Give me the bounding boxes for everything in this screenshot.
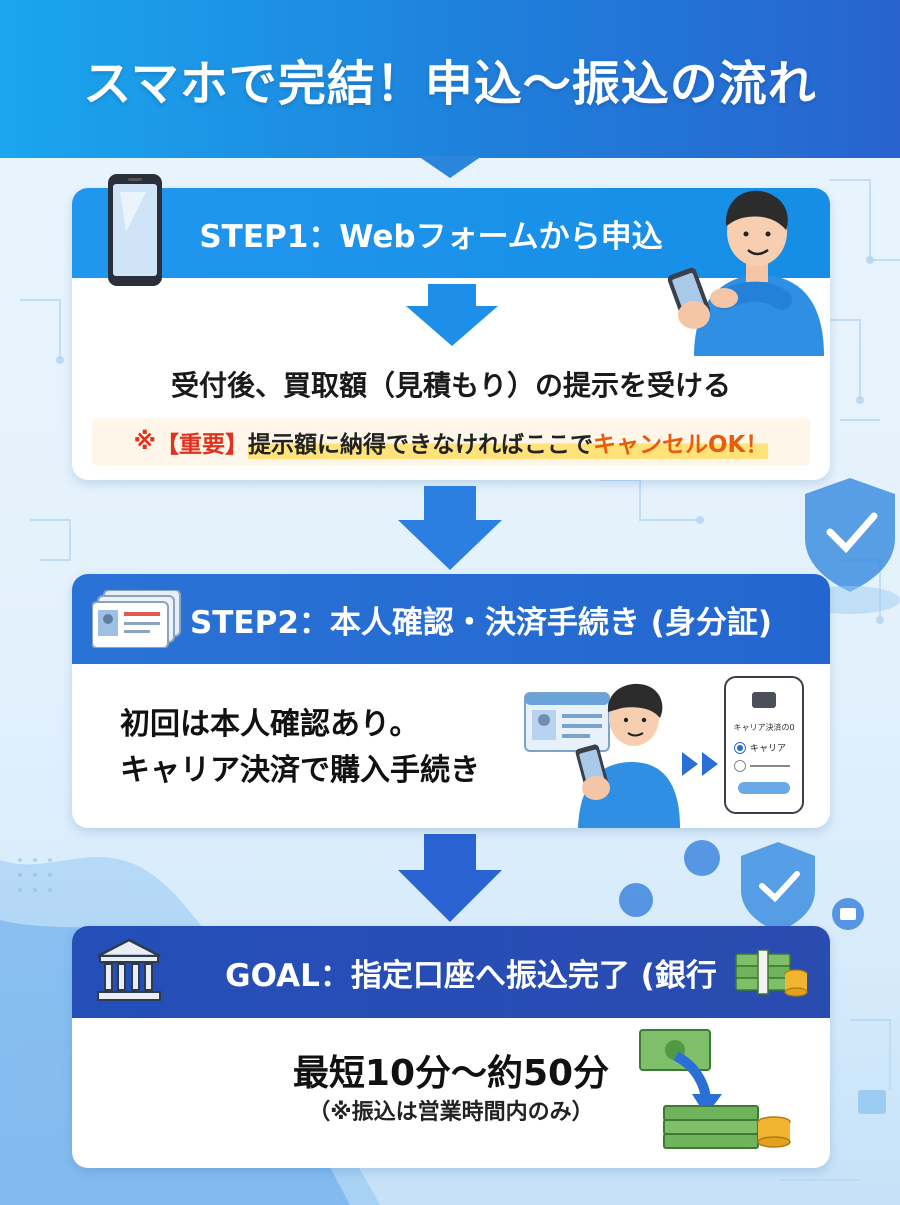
step2-line-1: 初回は本人確認あり。 — [120, 707, 420, 742]
header-banner — [0, 0, 900, 158]
money-transfer-icon — [639, 1029, 791, 1149]
id-card-icon — [524, 692, 610, 752]
flow-arrow-2-icon — [398, 834, 502, 922]
goal-heading: GOAL：指定口座へ振込完了 (銀行 — [72, 926, 830, 1018]
person-using-phone-icon — [667, 190, 824, 356]
goal-card: GOAL：指定口座へ振込完了 (銀行 最短10分〜約50分 （※振込は営業時間内… — [72, 926, 830, 1168]
step2-card: STEP2：本人確認・決済手続き (身分証) 初回は本人確認あり。 キャリア決済… — [72, 574, 830, 828]
note-important-label: 【重要】 — [156, 432, 248, 458]
step2-heading: STEP2：本人確認・決済手続き (身分証) — [72, 574, 830, 664]
step1-inner-arrow-icon — [406, 284, 498, 346]
carrier-payment-phone: キャリア決済の0 キャリア — [724, 676, 804, 814]
flow-arrow-1-icon — [398, 486, 502, 570]
goal-time-text: 最短10分〜約50分 — [292, 1053, 610, 1094]
radio-selected-icon[interactable] — [734, 742, 746, 754]
radio-selected-label: キャリア — [750, 744, 787, 754]
next-arrows-icon — [682, 752, 718, 776]
confirm-button[interactable] — [738, 782, 790, 794]
phone-screen-title: キャリア決済の0 — [733, 723, 795, 732]
cash-stack-icon — [735, 949, 808, 997]
goal-business-hours-note: （※振込は営業時間内のみ） — [308, 1100, 594, 1125]
step2-line-2: キャリア決済で購入手続き — [120, 753, 480, 788]
step1-main-text: 受付後、買取額（見積もり）の提示を受ける — [170, 369, 731, 402]
step1-cancel-note: ※ 【重要】 提示額に納得できなければここで キャンセルOK！ — [92, 418, 810, 466]
note-mark: ※ — [133, 429, 156, 455]
person-with-phone-icon — [575, 683, 680, 828]
id-cards-stack-icon — [92, 590, 181, 648]
card-graphic — [752, 692, 776, 708]
step2-description: 初回は本人確認あり。 キャリア決済で購入手続き — [120, 702, 480, 794]
note-cancel-ok: キャンセルOK！ — [593, 425, 769, 459]
radio-unselected-icon[interactable] — [734, 760, 746, 772]
option-placeholder-line — [750, 765, 790, 767]
smartphone-icon — [108, 174, 162, 286]
step1-heading: STEP1：Webフォームから申込 — [72, 188, 830, 278]
page-title: スマホで完結！申込〜振込の流れ — [83, 56, 817, 112]
note-text: 提示額に納得できなければここで — [248, 425, 593, 459]
bank-icon — [97, 938, 161, 1001]
header-pointer — [418, 156, 482, 178]
